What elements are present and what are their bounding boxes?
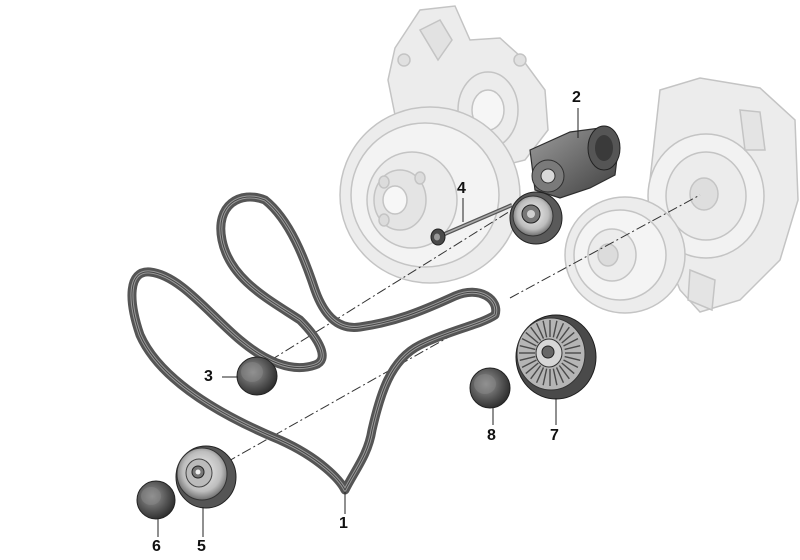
pulley-rib bbox=[561, 362, 575, 375]
drive-belt bbox=[127, 192, 501, 495]
callout-8: 8 bbox=[487, 427, 496, 444]
pulley-rib bbox=[561, 331, 575, 344]
cover-cap-6 bbox=[136, 480, 176, 520]
pulley-rib bbox=[558, 365, 570, 380]
leader-lines bbox=[157, 108, 579, 537]
pulley-rib bbox=[530, 365, 542, 380]
compressor-pulley-ghost bbox=[564, 196, 686, 314]
crankshaft-damper-ghost bbox=[339, 106, 521, 284]
ribbed-pulley-7 bbox=[515, 314, 597, 400]
bolt bbox=[430, 203, 513, 246]
pulley-rib bbox=[535, 367, 545, 384]
pulley-rib bbox=[542, 368, 548, 386]
pulley-rib bbox=[521, 338, 537, 347]
cover-cap-8 bbox=[469, 367, 511, 409]
pulley-rib bbox=[552, 368, 558, 386]
callout-3: 3 bbox=[204, 368, 213, 385]
pulley-rib bbox=[558, 326, 570, 341]
callout-1: 1 bbox=[339, 515, 348, 532]
pulley-rib bbox=[525, 362, 539, 375]
pulley-rib bbox=[563, 359, 579, 368]
pulley-rib bbox=[555, 367, 565, 384]
pulley-rib bbox=[530, 326, 542, 341]
callout-5: 5 bbox=[197, 538, 206, 555]
pulley-rib bbox=[564, 355, 581, 362]
pulley-rib bbox=[519, 355, 536, 362]
callout-6: 6 bbox=[152, 538, 161, 555]
pulley-rib bbox=[519, 344, 536, 351]
pulley-rib bbox=[552, 320, 558, 338]
cover-cap-3 bbox=[236, 356, 278, 396]
callout-2: 2 bbox=[572, 89, 581, 106]
alignment-lines bbox=[194, 179, 701, 481]
pulley-rib bbox=[563, 338, 579, 347]
pulley-rib bbox=[521, 359, 537, 368]
pulley-rib bbox=[542, 320, 548, 338]
deflection-pulley-5 bbox=[175, 445, 237, 509]
pulley-rib bbox=[535, 322, 545, 339]
belt-tensioner bbox=[509, 125, 621, 245]
engine-background bbox=[339, 5, 799, 314]
callout-4: 4 bbox=[457, 180, 466, 197]
pulley-rib bbox=[564, 344, 581, 351]
pulley-rib bbox=[555, 322, 565, 339]
callout-7: 7 bbox=[550, 427, 559, 444]
pulley-rib bbox=[525, 331, 539, 344]
